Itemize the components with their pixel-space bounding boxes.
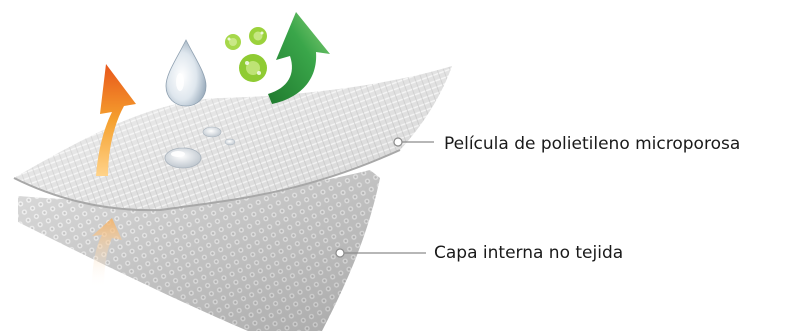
orange-up-arrow-icon xyxy=(96,64,136,176)
vapor-entry-arrow-icon xyxy=(92,218,122,288)
water-bead-icon xyxy=(164,126,236,169)
water-drop-icon xyxy=(165,39,207,107)
top-fabric-layer xyxy=(13,66,452,212)
leader-line-bottom xyxy=(335,248,426,258)
bottom-layer-label: Capa interna no tejida xyxy=(434,243,624,263)
green-particle-icon xyxy=(225,27,267,82)
leader-line-top xyxy=(393,137,434,147)
bottom-fabric-layer xyxy=(18,170,380,331)
green-curved-arrow-icon xyxy=(268,12,330,104)
top-layer-label: Película de polietileno microporosa xyxy=(444,134,741,154)
